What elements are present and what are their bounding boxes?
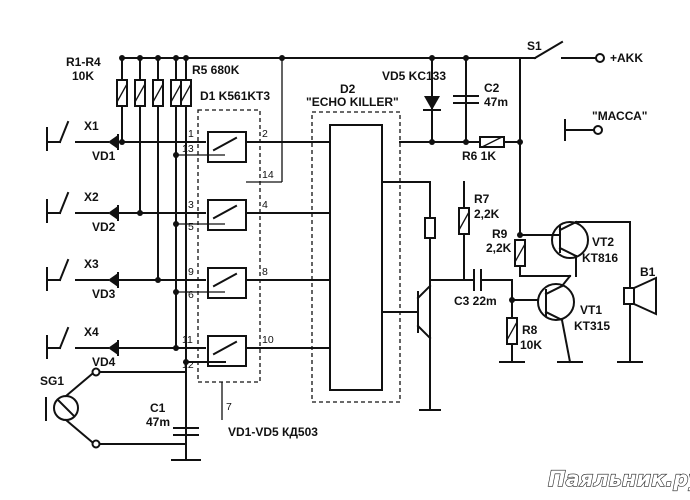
sg1-sensor	[45, 367, 187, 449]
label-echo-killer: "ECHO KILLER"	[306, 95, 399, 109]
label-r7-value: 2,2K	[474, 207, 500, 221]
label-vd3: VD3	[92, 287, 116, 301]
pin-11: 11	[182, 334, 193, 346]
d1-switch-block	[173, 55, 331, 420]
label-akk: +AKK	[610, 51, 643, 65]
label-vt1-type: KT315	[574, 319, 610, 333]
label-vt2: VT2	[592, 235, 614, 249]
label-c3: C3 22m	[454, 294, 497, 308]
pin-10: 10	[262, 334, 274, 346]
capacitor-c3	[473, 269, 513, 301]
transistor-vt2	[519, 220, 631, 297]
label-r5: R5 680K	[192, 63, 240, 77]
input-channel-4	[46, 326, 206, 359]
resistor-bank-r1-r4	[116, 55, 182, 349]
label-d2: D2	[340, 82, 356, 96]
label-diode-note: VD1-VD5 КД503	[228, 425, 318, 439]
label-d1: D1 K561KT3	[200, 89, 270, 103]
label-r9-value: 2,2K	[486, 241, 512, 255]
label-c2-value: 47m	[484, 95, 508, 109]
vd5-c2	[399, 55, 481, 145]
transistor-vt1	[537, 274, 583, 364]
pin-5: 5	[188, 221, 194, 233]
d2-echo-killer	[311, 111, 441, 411]
pin-13: 13	[182, 143, 194, 155]
label-b1: B1	[640, 265, 656, 279]
label-r7: R7	[474, 192, 490, 206]
input-channel-2	[46, 191, 206, 223]
label-r1-r4-value: 10K	[72, 69, 94, 83]
input-channel-1	[46, 120, 206, 151]
pin-8: 8	[262, 266, 268, 278]
resistor-r7	[429, 181, 475, 281]
pin-6: 6	[188, 289, 194, 301]
label-r9: R9	[492, 227, 508, 241]
pin-2: 2	[262, 128, 268, 140]
label-r8: R8	[522, 323, 538, 337]
buzzer-b1	[617, 276, 657, 363]
label-r1-r4: R1-R4	[66, 55, 101, 69]
label-vd5: VD5 KC133	[382, 69, 446, 83]
label-vt2-type: KT816	[582, 251, 618, 265]
pin-7: 7	[226, 401, 232, 413]
label-x4: X4	[84, 325, 99, 339]
label-c1-value: 47m	[146, 415, 170, 429]
pin-4: 4	[262, 199, 268, 211]
label-vd1: VD1	[92, 149, 116, 163]
watermark: Паяльник.ру	[548, 467, 690, 491]
input-channel-3	[46, 258, 206, 291]
pin-9: 9	[188, 266, 194, 278]
r5-c1-network	[171, 55, 201, 461]
pin-12: 12	[182, 359, 194, 371]
label-vt1: VT1	[580, 303, 602, 317]
pin-14: 14	[262, 169, 274, 181]
label-massa: "МАССА"	[592, 109, 647, 123]
label-sg1: SG1	[40, 374, 64, 388]
pin-3: 3	[188, 199, 194, 211]
label-s1: S1	[527, 39, 542, 53]
label-x1: X1	[84, 119, 99, 133]
label-r8-value: 10K	[520, 338, 542, 352]
label-c1: C1	[150, 401, 166, 415]
label-vd4: VD4	[92, 355, 116, 369]
label-c2: C2	[484, 81, 500, 95]
label-vd2: VD2	[92, 220, 116, 234]
label-r6: R6 1K	[462, 149, 496, 163]
label-x2: X2	[84, 190, 99, 204]
label-x3: X3	[84, 257, 99, 271]
resistor-r6	[465, 57, 523, 236]
massa-terminal	[564, 119, 603, 141]
pin-1: 1	[188, 128, 194, 140]
